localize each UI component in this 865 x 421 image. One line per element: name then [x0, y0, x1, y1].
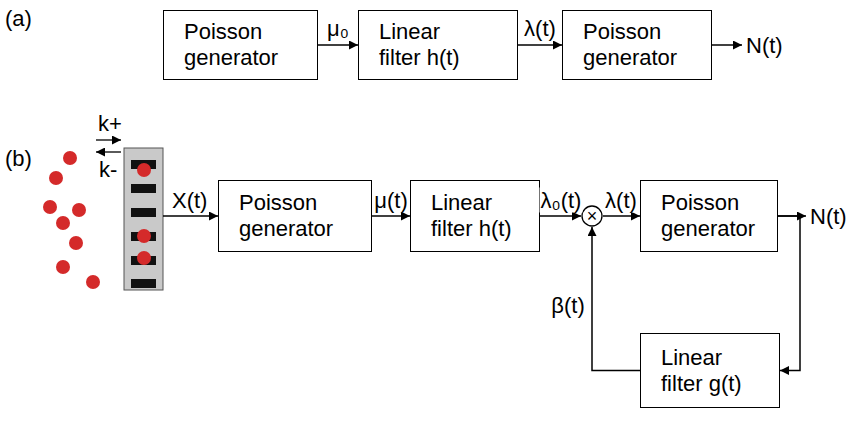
- free-ligand: [72, 203, 86, 217]
- free-ligand: [63, 151, 77, 165]
- rate-constant-label: k+: [98, 111, 122, 136]
- box-text: Linear filter h(t): [379, 19, 479, 71]
- free-ligand: [43, 200, 57, 214]
- signal-label: N(t): [746, 33, 783, 58]
- signal-label: X(t): [172, 188, 207, 213]
- multiplier-node: ×: [581, 205, 603, 227]
- free-ligand: [86, 275, 100, 289]
- panel-label: (b): [5, 146, 32, 171]
- process-box: Poisson generator: [562, 10, 712, 80]
- filter-box: Linear filter h(t): [410, 180, 540, 252]
- bound-ligand: [137, 251, 151, 265]
- signal-label: β(t): [550, 293, 585, 318]
- box-text: Poisson generator: [239, 190, 339, 242]
- bound-ligand: [137, 229, 151, 243]
- signal-connector: [540, 215, 581, 217]
- filter-box: Linear filter h(t): [358, 10, 518, 80]
- signal-arrow: [163, 215, 218, 217]
- receptor-site: [131, 208, 156, 217]
- signal-label: λ₀(t): [540, 188, 583, 213]
- signal-label: λ(t): [523, 16, 557, 41]
- filter-box: Linear filter g(t): [640, 333, 780, 408]
- box-text: Poisson generator: [184, 19, 284, 71]
- receptor-site: [131, 184, 156, 193]
- multiplier-circle: [582, 206, 602, 226]
- box-text: Linear filter h(t): [431, 190, 531, 242]
- signal-label: λ(t): [604, 188, 638, 213]
- free-ligand: [49, 171, 63, 185]
- operator-symbol: ×: [587, 207, 598, 225]
- signal-label: μ₀: [326, 16, 350, 41]
- panel-label: (a): [5, 6, 32, 31]
- signal-connector: [592, 227, 640, 371]
- process-box: Poisson generator: [218, 180, 372, 252]
- output-arrow: [712, 44, 742, 46]
- free-ligand: [69, 236, 83, 250]
- signal-connector: [518, 44, 562, 46]
- unbinding-arrow: [96, 151, 121, 152]
- signal-label: N(t): [810, 204, 847, 229]
- binding-arrow: [96, 139, 121, 140]
- box-text: Linear filter g(t): [661, 345, 761, 397]
- bound-ligand: [137, 163, 151, 177]
- signal-connector: [318, 44, 358, 46]
- free-ligand: [56, 216, 70, 230]
- signal-label: μ(t): [373, 188, 408, 213]
- signal-connector: [778, 216, 800, 371]
- process-box: Poisson generator: [163, 10, 318, 80]
- free-ligand: [56, 260, 70, 274]
- box-text: Poisson generator: [583, 19, 683, 71]
- receptor-site: [131, 279, 156, 288]
- signal-connector: [603, 215, 640, 217]
- receptor-bar: [124, 148, 163, 290]
- signal-connector: [372, 215, 410, 217]
- rate-constant-label: k-: [99, 157, 117, 182]
- process-box: Poisson generator: [640, 180, 778, 252]
- box-text: Poisson generator: [661, 190, 761, 242]
